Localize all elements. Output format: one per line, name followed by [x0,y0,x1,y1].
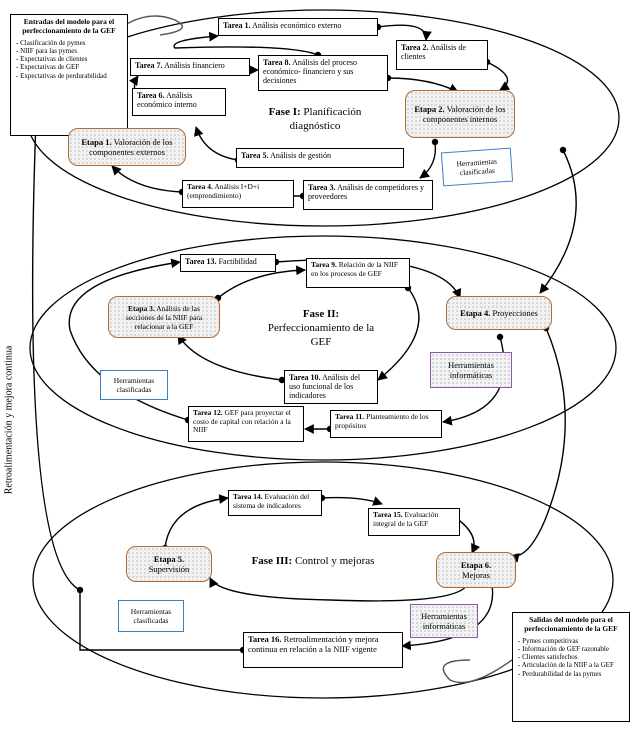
task-5: Tarea 5. Análisis de gestión [236,148,404,168]
task-12: Tarea 12. GEF para proyectar el costo de… [188,406,304,442]
edge-inputs [124,15,183,36]
task-7: Tarea 7. Análisis financiero [130,58,250,76]
edge-t8-e2 [387,77,459,93]
stage-4: Etapa 4. Proyecciones [446,296,552,330]
phase-1-title: Fase I: Planificación diagnóstico [268,106,362,132]
edge-e2-t3 [419,141,437,179]
phase-3-title: Fase III: Control y mejoras [251,555,375,567]
stage-6: Etapa 6.Mejoras [436,552,516,588]
output-item: Clientes satisfechos [518,653,624,661]
edge-t2-e4 [539,149,577,294]
edge-t9-t10 [377,287,420,381]
feedback-label: Retroalimentación y mejora continua [3,345,15,495]
tools-classified-1: Herramientas clasificadas [440,147,514,187]
phase-2-title: Fase II:Perfeccionamiento de la GEF [267,308,375,348]
edge-e4-e6 [509,327,566,563]
phase-2-ellipse [29,235,617,461]
edge-t10-e3 [177,334,283,381]
inputs-title: Entradas del modelo para el perfeccionam… [22,17,116,35]
outputs-box: Salidas del modelo para el perfeccionami… [512,612,630,722]
input-item: Expectativas de GEF [16,63,122,71]
edge-e3-t9 [217,265,306,299]
task-2: Tarea 2. Análisis de clientes [396,40,488,70]
output-item: Pymes competitivas [518,637,624,645]
stage-2: Etapa 2. Valoración de los componentes i… [405,90,515,138]
task-3: Tarea 3. Análisis de competidores y prov… [303,180,433,210]
task-4: Tarea 4. Análisis I+D+i (emprendimiento) [182,180,294,208]
tools-classified-2: Herramientas clasificadas [100,370,168,400]
edge-t1-t2 [377,24,432,41]
input-item: Expectativas de perdurabilidad [16,72,122,80]
stage-5: Etapa 5.Supervisión [126,546,212,582]
input-item: NIIF para las pymes [16,47,122,55]
task-13: Tarea 13. Factibilidad [180,254,276,272]
output-item: Información de GEF razonable [518,645,624,653]
output-item: Perdurabilidad de las pymes [518,670,624,678]
edge-t4-e1 [111,165,183,193]
task-16: Tarea 16. Retroalimentación y mejora con… [243,632,403,668]
input-item: Clasificación de pymes [16,39,122,47]
edge-t14-t15 [321,496,383,506]
task-6: Tarea 6. Análisis económico interno [132,88,226,116]
tools-informatic-1: Herramientas informáticas [430,352,512,388]
stage-1: Etapa 1. Valoración de los componentes e… [68,128,186,166]
edge-t8-t1 [173,31,319,56]
task-1: Tarea 1. Análisis económico externo [218,18,378,36]
task-10: Tarea 10. Análisis del uso funcional de … [284,370,378,404]
inputs-box: Entradas del modelo para el perfeccionam… [10,14,128,136]
phase-3-ellipse [32,461,614,699]
output-item: Articulación de la NIIF a la GEF [518,661,624,669]
task-14: Tarea 14. Evaluación del sistema de indi… [228,490,322,516]
edge-outputs [442,659,513,684]
task-8: Tarea 8. Análisis del proceso económico-… [258,55,388,91]
task-9: Tarea 9. Relación de la NIIF en los proc… [306,258,410,288]
task-15: Tarea 15. Evaluación integral de la GEF [368,508,460,536]
task-11: Tarea 11. Planteamiento de los propósito… [330,410,442,438]
tools-informatic-2: Herramientas informáticas [410,604,478,638]
edge-e5-t14 [164,494,229,549]
edge-t2-e2 [486,61,511,91]
input-item: Expectativas de clientes [16,55,122,63]
edge-t5-t6 [194,126,239,161]
tools-classified-3: Herramientas clasificadas [118,600,184,632]
outputs-title: Salidas del modelo para el perfeccionami… [524,615,618,633]
edge-e6-e5 [209,577,469,602]
stage-3: Etapa 3. Análisis de las secciones de la… [108,296,220,338]
